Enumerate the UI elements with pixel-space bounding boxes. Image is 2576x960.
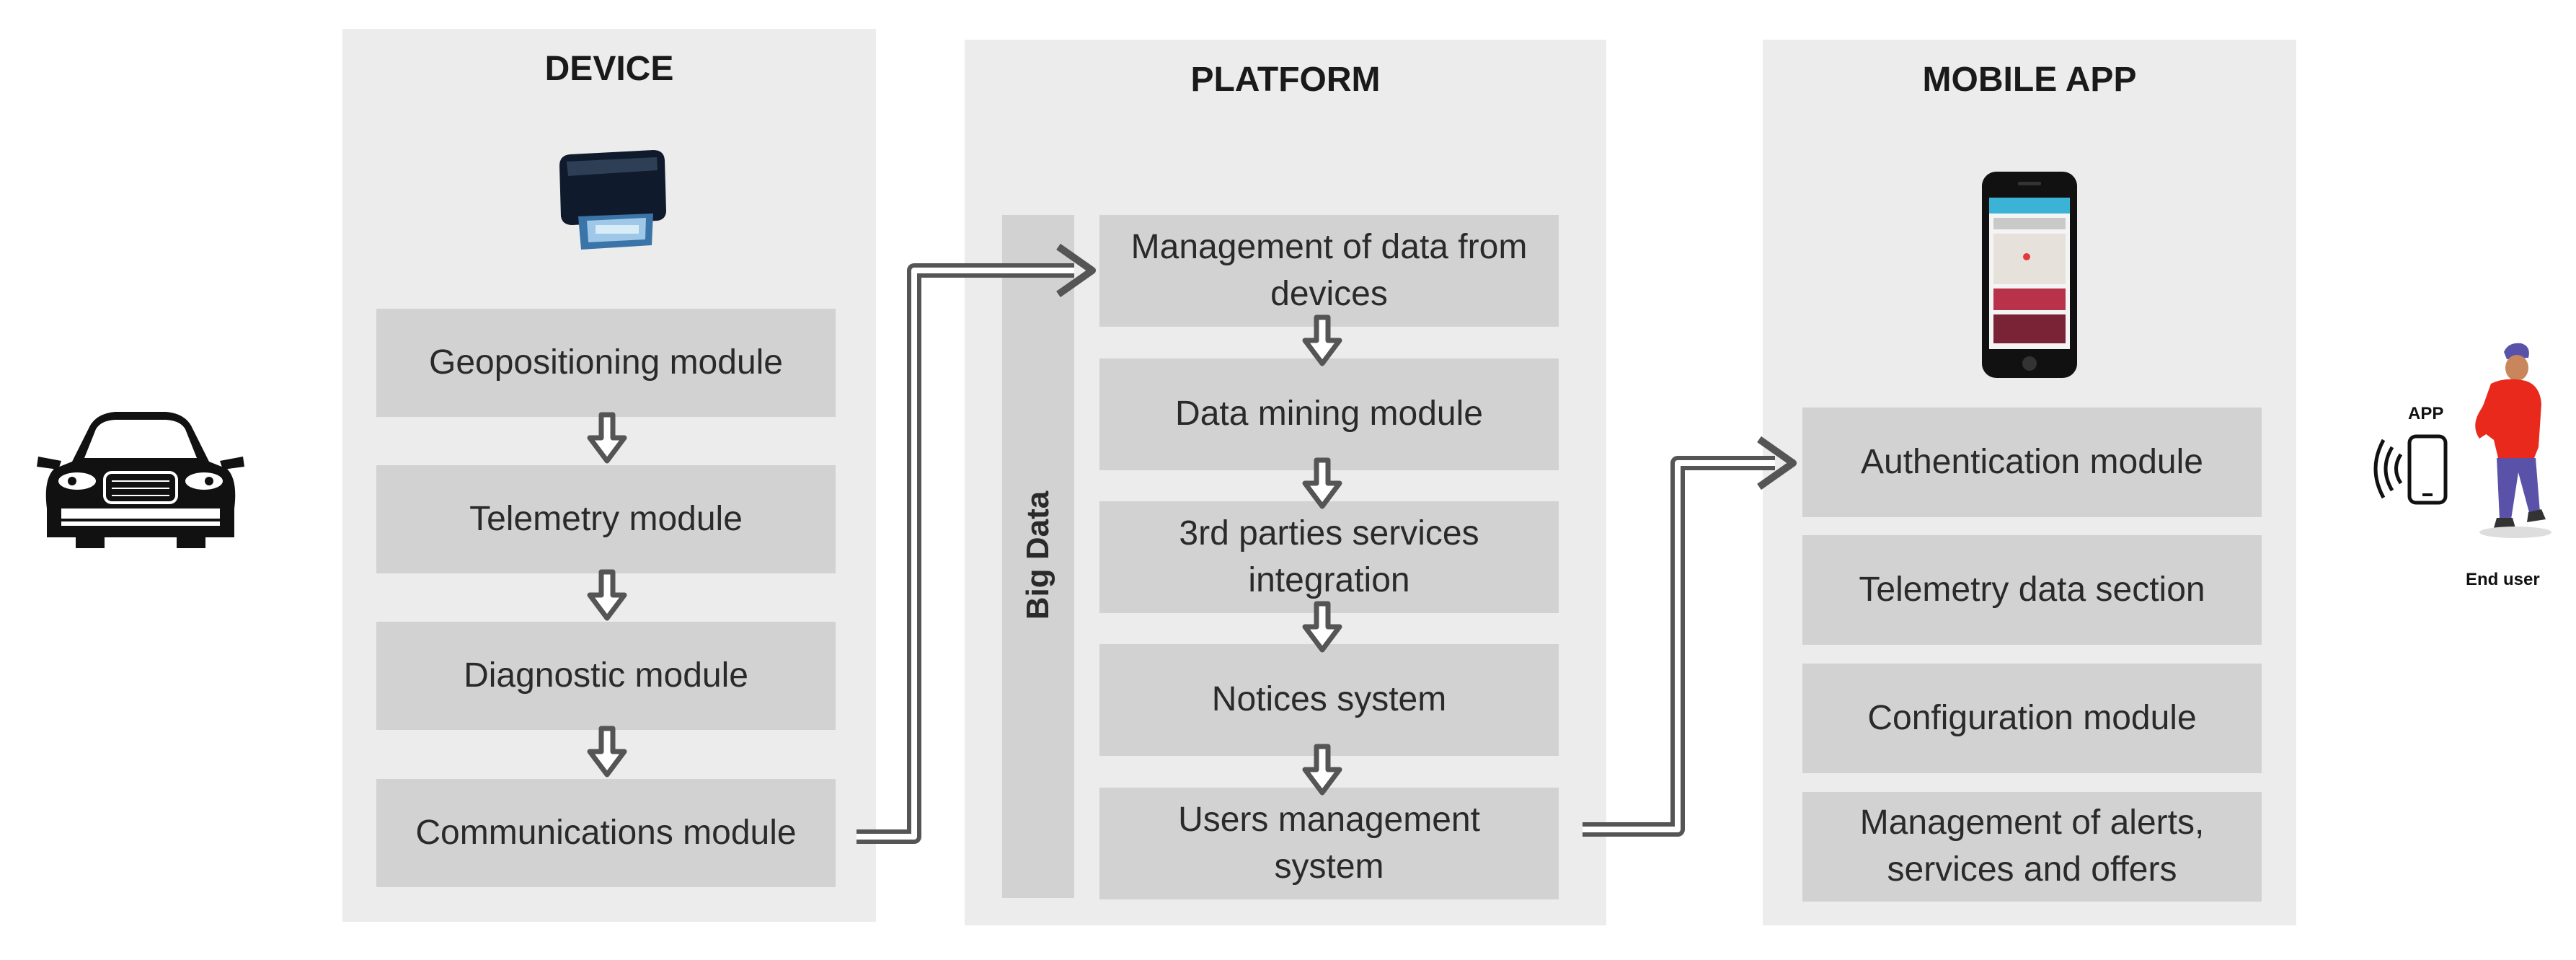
device-title: DEVICE bbox=[544, 50, 674, 88]
app-module-configuration: Configuration module bbox=[1802, 664, 2262, 773]
platform-module-data-management: Management of data from devices bbox=[1099, 215, 1559, 327]
platform-title: PLATFORM bbox=[1190, 61, 1381, 99]
app-module-alerts-services-offers: Management of alerts, services and offer… bbox=[1802, 792, 2262, 902]
app-label: APP bbox=[2408, 404, 2444, 423]
platform-module-third-parties: 3rd parties services integration bbox=[1099, 501, 1559, 613]
device-module-communications: Communications module bbox=[376, 779, 836, 887]
mobile-app-title: MOBILE APP bbox=[1922, 61, 2137, 99]
obd-dongle-icon bbox=[559, 150, 666, 250]
smartphone-icon bbox=[1982, 172, 2077, 378]
platform-module-data-mining: Data mining module bbox=[1099, 358, 1559, 470]
app-module-telemetry-data: Telemetry data section bbox=[1802, 535, 2262, 645]
end-user-label: End user bbox=[2466, 570, 2540, 589]
device-module-geopositioning: Geopositioning module bbox=[376, 309, 836, 417]
device-module-telemetry: Telemetry module bbox=[376, 465, 836, 573]
device-module-diagnostic: Diagnostic module bbox=[376, 622, 836, 730]
car-icon bbox=[37, 412, 244, 548]
platform-module-users-management: Users management system bbox=[1099, 788, 1559, 899]
big-data-label: Big Data bbox=[1020, 490, 1055, 620]
person-icon bbox=[2475, 343, 2551, 538]
arrow-platform-to-app bbox=[1583, 436, 1797, 837]
app-module-authentication: Authentication module bbox=[1802, 408, 2262, 517]
platform-module-notices: Notices system bbox=[1099, 644, 1559, 756]
phone-outline-icon bbox=[2407, 434, 2448, 505]
wireless-signal-icon bbox=[2373, 439, 2403, 499]
